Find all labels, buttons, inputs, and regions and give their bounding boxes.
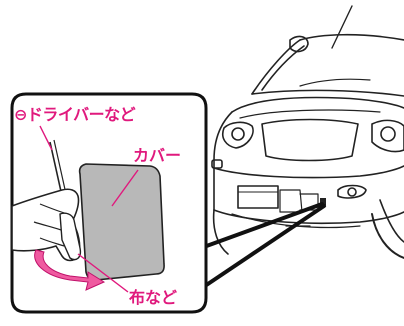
callout-pointer [188, 202, 326, 298]
rotate-arrow-icon [34, 249, 106, 291]
screwdriver-label: ⊖ドライバーなど [14, 105, 136, 124]
cloth-label: 布など [129, 288, 178, 307]
cover-panel [78, 163, 165, 281]
detail-drawing [11, 125, 165, 293]
cover-leader-line [111, 169, 139, 207]
cover-label: カバー [133, 146, 182, 165]
cloth-icon [59, 212, 82, 261]
car-drawing [211, 5, 404, 259]
